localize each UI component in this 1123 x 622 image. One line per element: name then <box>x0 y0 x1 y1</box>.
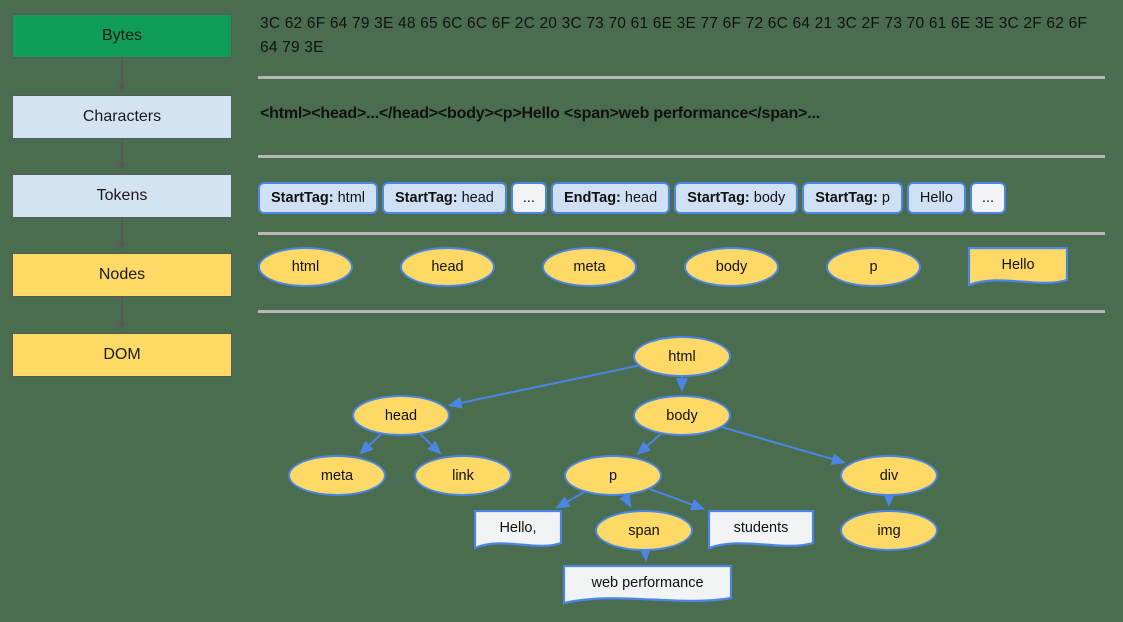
tree-node-label: Hello, <box>499 519 537 536</box>
node-p: p <box>826 247 921 287</box>
token-kind: EndTag: <box>563 190 621 206</box>
tree-node-img: img <box>840 510 938 551</box>
tree-node-head: head <box>352 395 450 436</box>
tree-node-hello: Hello, <box>474 510 562 550</box>
token-value: html <box>333 190 365 206</box>
token-head: EndTag: head <box>550 182 671 214</box>
stage-label-bytes: Bytes <box>101 27 142 44</box>
tree-node-label: body <box>666 407 698 424</box>
separator-tokens-nodes <box>258 232 1105 235</box>
tree-node-label: html <box>668 348 696 365</box>
tree-edge-body-to-p <box>636 433 662 456</box>
characters-markup-text: <html><head>...</head><body><p>Hello <sp… <box>260 105 820 122</box>
pipeline-arrow-bytes-to-characters <box>118 58 126 91</box>
token-html: StartTag: html <box>258 182 378 214</box>
stage-label-tokens: Tokens <box>96 187 148 204</box>
stage-box-dom: DOM <box>12 333 232 377</box>
token-p: StartTag: p <box>802 182 903 214</box>
separator-bytes-characters <box>258 76 1105 79</box>
tree-edge-html-to-head <box>447 364 639 409</box>
node-body: body <box>684 247 779 287</box>
tree-edge-p-to-hello <box>555 491 585 509</box>
pipeline-arrow-tokens-to-nodes <box>118 218 126 249</box>
tree-node-label: meta <box>320 467 354 484</box>
dom-tree-edges <box>359 364 895 563</box>
node-label: p <box>869 259 878 275</box>
tree-edge-p-to-span <box>619 492 632 508</box>
stage-label-nodes: Nodes <box>98 266 146 283</box>
tree-edge-head-to-meta <box>359 433 382 455</box>
token-kind: StartTag: <box>687 190 750 206</box>
separator-nodes-dom <box>258 310 1105 313</box>
tree-edge-span-to-webperf <box>639 547 652 563</box>
tree-node-meta: meta <box>288 455 386 496</box>
token-kind: StartTag: <box>815 190 878 206</box>
node-label: body <box>715 259 748 275</box>
token-hello: Hello <box>906 182 966 214</box>
token-body: StartTag: body <box>674 182 799 214</box>
tree-node-label: head <box>384 407 418 424</box>
token-value: head <box>620 190 658 206</box>
node-label: head <box>431 259 464 275</box>
node-meta: meta <box>542 247 637 287</box>
stage-box-tokens: Tokens <box>12 174 232 218</box>
token-head: StartTag: head <box>382 182 507 214</box>
stage-box-characters: Characters <box>12 95 232 139</box>
tree-node-label: span <box>628 522 660 539</box>
token-kind: StartTag: <box>395 190 458 206</box>
tree-edge-p-to-students <box>649 488 706 511</box>
tree-node-span: span <box>595 510 693 551</box>
tree-node-p: p <box>564 455 662 496</box>
token-value: Hello <box>919 190 953 206</box>
tree-edge-head-to-link <box>419 433 442 455</box>
tree-node-label: students <box>733 519 789 536</box>
token-kind: StartTag: <box>271 190 334 206</box>
tree-node-label: div <box>879 467 899 484</box>
token-value: ... <box>981 190 995 206</box>
node-label: Hello <box>1001 257 1035 273</box>
stage-box-bytes: Bytes <box>12 14 232 58</box>
token-ellipsis-7: ... <box>969 182 1007 214</box>
tree-node-body: body <box>633 395 731 436</box>
pipeline-arrow-characters-to-tokens <box>118 139 126 170</box>
node-label: meta <box>573 259 606 275</box>
stage-label-characters: Characters <box>82 108 162 125</box>
tree-node-link: link <box>414 455 512 496</box>
node-list: html head meta body p Hello <box>258 247 1068 287</box>
tree-node-label: link <box>452 467 474 484</box>
node-hello: Hello <box>968 247 1068 287</box>
token-ellipsis-2: ... <box>510 182 547 214</box>
node-label: html <box>291 259 320 275</box>
tree-node-label: img <box>877 522 901 539</box>
token-value: p <box>877 190 890 206</box>
separator-characters-tokens <box>258 155 1105 158</box>
tree-node-webperf: web performance <box>563 565 732 605</box>
stage-box-nodes: Nodes <box>12 253 232 297</box>
tree-node-students: students <box>708 510 814 550</box>
token-value: head <box>457 190 494 206</box>
bytes-hex-text: 3C 62 6F 64 79 3E 48 65 6C 6C 6F 2C 20 3… <box>260 15 1088 56</box>
node-html: html <box>258 247 353 287</box>
tree-node-div: div <box>840 455 938 496</box>
tree-node-html: html <box>633 336 731 377</box>
token-value: ... <box>522 190 535 206</box>
tree-edge-body-to-div <box>721 426 846 465</box>
tree-node-label: web performance <box>591 574 704 591</box>
tree-node-label: p <box>608 467 618 484</box>
token-value: body <box>749 190 786 206</box>
stage-label-dom: DOM <box>103 346 141 363</box>
pipeline-arrow-nodes-to-dom <box>118 297 126 329</box>
node-head: head <box>400 247 495 287</box>
